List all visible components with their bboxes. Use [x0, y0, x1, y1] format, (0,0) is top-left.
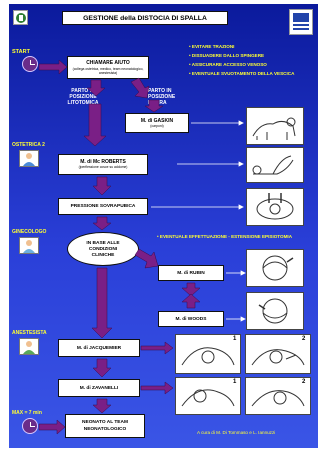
zavanelli-illustration-2	[245, 377, 311, 415]
ginecologo-avatar	[19, 237, 39, 254]
logo-right	[289, 9, 313, 35]
in-base-box: IN BASE ALLE CONDIZIONI CLINICHE	[67, 232, 139, 266]
flow-arrows	[38, 59, 246, 435]
bullet-4: • EVENTUALE SVUOTAMENTO DELLA VESCICA	[189, 71, 295, 76]
pressione-illustration	[246, 188, 304, 226]
chiamare-aiuto-box: CHIAMARE AIUTO (collega ostetrica, medic…	[67, 56, 149, 79]
rubin-box: M. di RUBIN	[158, 265, 224, 281]
jacquemier-illustration-2	[245, 334, 311, 374]
gaskin-title: M. di GASKIN	[140, 118, 174, 124]
mcroberts-sub: (iperflessione cosce su addome)	[78, 165, 128, 169]
clock-icon	[22, 56, 38, 72]
neonato-box: NEONATO AL TEAM NEONATOLOGICO	[65, 414, 145, 438]
ginecologo-label: GINECOLOGO	[12, 229, 47, 235]
episiotomia-note: • EVENTUALE EFFETTUAZIONE - ESTENSIONE E…	[157, 234, 293, 239]
anestesista-label: ANESTESISTA	[12, 330, 47, 336]
bullet-2: • DISSUADERE DALLO SPINGERE	[189, 53, 265, 58]
woods-box: M. di WOODS	[158, 311, 224, 327]
bullet-1: • EVITARE TRAZIONI	[189, 44, 235, 49]
ostetrica-label: OSTETRICA 2	[12, 142, 45, 148]
gaskin-illustration	[246, 107, 304, 145]
credits: A cura di M. Di Tommaso e L. Iannuzzi	[197, 430, 276, 435]
jacquemier-illustration-1	[175, 334, 241, 374]
zavanelli-illustration-1	[175, 377, 241, 415]
jacquemier-box: M. di JACQUEMIER	[58, 339, 140, 357]
max-time-label: MAX = 7 min	[12, 410, 42, 416]
anestesista-avatar	[19, 338, 39, 355]
mcroberts-illustration	[246, 147, 304, 183]
mcroberts-title: M. di Mc ROBERTS	[80, 159, 126, 165]
step-number: 2	[302, 336, 306, 342]
gaskin-sub: (carponi)	[150, 124, 164, 128]
parto-litotomica-label: PARTO IN POSIZIONE LITOTOMICA	[67, 88, 99, 106]
start-label: START	[12, 49, 30, 55]
step-number: 1	[233, 379, 237, 385]
bullet-3: • ASSICURARE ACCESSO VENOSO	[189, 62, 267, 67]
flowchart-poster: GESTIONE della DISTOCIA DI SPALLA START …	[9, 4, 318, 448]
max-clock-icon	[22, 418, 38, 434]
step-number: 1	[233, 336, 237, 342]
rubin-illustration	[246, 249, 304, 287]
page-title: GESTIONE della DISTOCIA DI SPALLA	[62, 11, 228, 25]
pressione-box: PRESSIONE SOVRAPUBICA	[58, 198, 148, 215]
chiamare-aiuto-title: CHIAMARE AIUTO	[86, 60, 130, 66]
woods-illustration	[246, 292, 304, 330]
mcroberts-box: M. di Mc ROBERTS (iperflessione cosce su…	[58, 154, 148, 175]
gaskin-box: M. di GASKIN (carponi)	[125, 113, 189, 133]
logo-left	[13, 10, 28, 25]
zavanelli-box: M. di ZAVANELLI	[58, 379, 140, 397]
ostetrica-avatar	[19, 150, 39, 167]
chiamare-aiuto-sub: (collega ostetrica, medico, team neonato…	[72, 67, 144, 76]
step-number: 2	[302, 379, 306, 385]
